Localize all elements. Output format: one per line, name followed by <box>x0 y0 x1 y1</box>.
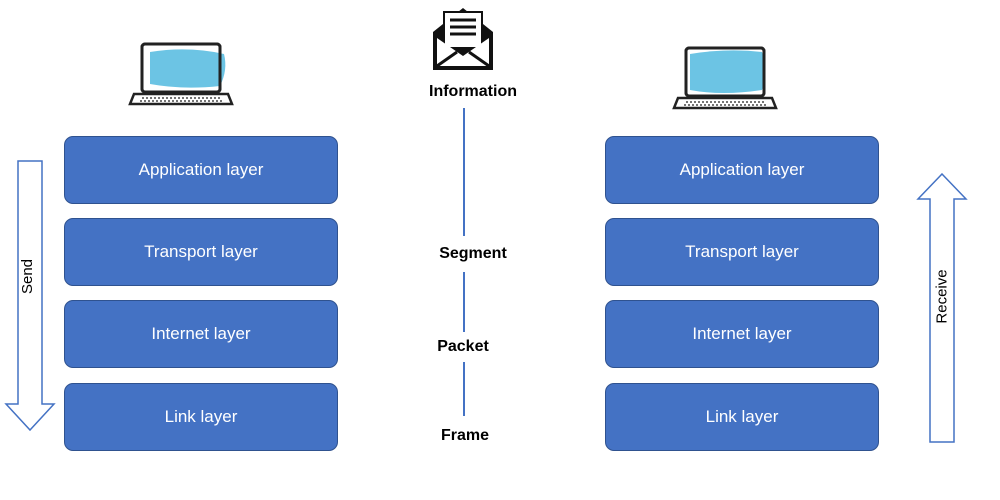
sender-transport-layer: Transport layer <box>64 218 338 286</box>
sender-link-layer: Link layer <box>64 383 338 451</box>
connector-information-segment <box>463 108 465 236</box>
packet-label: Packet <box>437 338 489 355</box>
frame-label: Frame <box>440 427 490 444</box>
sender-laptop-icon <box>128 42 234 106</box>
receive-arrow-icon <box>916 173 968 443</box>
information-label: Information <box>429 83 517 100</box>
receiver-transport-layer: Transport layer <box>605 218 879 286</box>
receiver-laptop-icon <box>672 46 778 110</box>
sender-internet-layer: Internet layer <box>64 300 338 368</box>
connector-segment-packet <box>463 272 465 332</box>
receiver-application-layer: Application layer <box>605 136 879 204</box>
send-arrow-icon <box>4 160 56 432</box>
envelope-icon <box>433 8 493 70</box>
sender-application-layer: Application layer <box>64 136 338 204</box>
send-label: Send <box>19 258 37 295</box>
connector-packet-frame <box>463 362 465 416</box>
receive-label: Receive <box>933 269 951 324</box>
receiver-internet-layer: Internet layer <box>605 300 879 368</box>
segment-label: Segment <box>439 245 507 262</box>
receiver-link-layer: Link layer <box>605 383 879 451</box>
